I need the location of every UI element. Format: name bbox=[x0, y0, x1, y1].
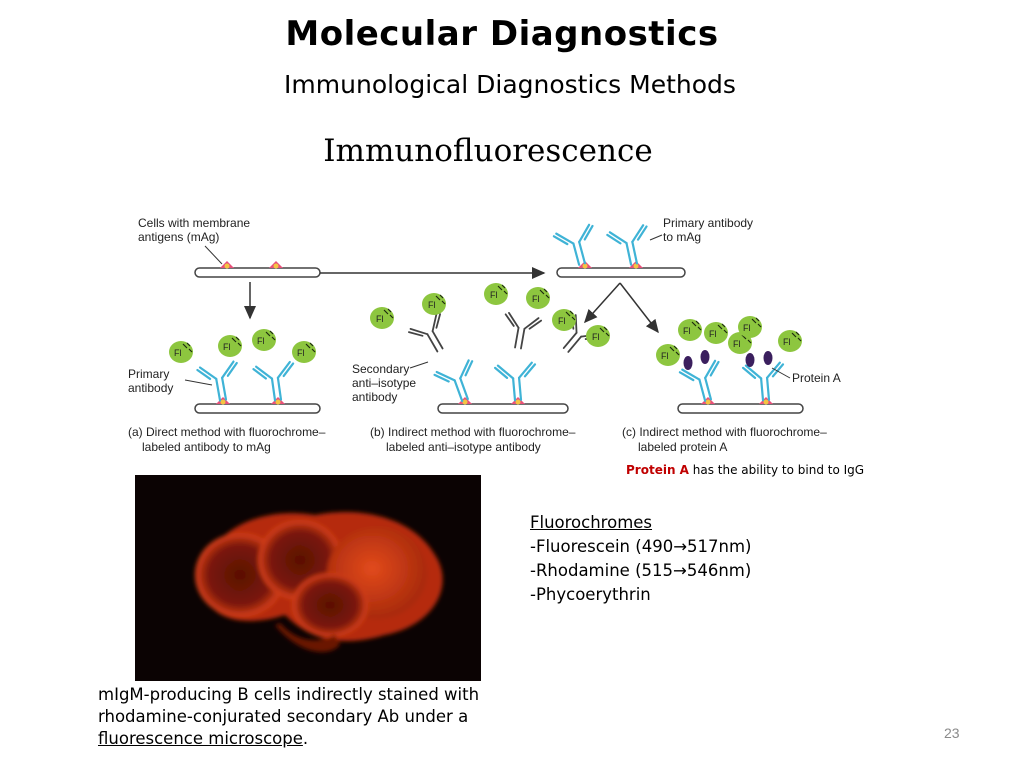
cell-membrane bbox=[556, 267, 686, 278]
pointer-line bbox=[409, 361, 429, 369]
svg-text:Fl: Fl bbox=[783, 337, 791, 347]
pointer-line bbox=[184, 379, 213, 386]
svg-text:Fl: Fl bbox=[558, 316, 566, 326]
cells-label-line2: antigens (mAg) bbox=[138, 230, 219, 244]
fluorochromes-heading: Fluorochromes bbox=[530, 513, 653, 532]
svg-text:Fl: Fl bbox=[709, 329, 717, 339]
fluorochrome-item: -Fluorescein (490→517nm) bbox=[530, 537, 752, 556]
svg-text:Fl: Fl bbox=[174, 348, 182, 358]
caption-c-line2: labeled protein A bbox=[638, 440, 727, 454]
cell-membrane bbox=[677, 403, 804, 414]
arrow-down-left bbox=[583, 282, 621, 324]
cell-membrane bbox=[194, 267, 321, 278]
svg-text:Fl: Fl bbox=[257, 336, 265, 346]
svg-text:Fl: Fl bbox=[743, 323, 751, 333]
primary-antibody-line1: Primary bbox=[128, 367, 169, 381]
primary-to-mag-line2: to mAg bbox=[663, 230, 701, 244]
svg-text:Fl: Fl bbox=[223, 342, 231, 352]
secondary-line2: anti–isotype bbox=[352, 376, 416, 390]
micrograph-caption: mIgM-producing B cells indirectly staine… bbox=[98, 684, 479, 750]
svg-text:Fl: Fl bbox=[428, 300, 436, 310]
fluorochrome-item: -Rhodamine (515→546nm) bbox=[530, 561, 752, 580]
primary-to-mag-line1: Primary antibody bbox=[663, 216, 753, 230]
slide-title: Molecular Diagnostics bbox=[285, 14, 719, 54]
fluorescence-micrograph bbox=[135, 475, 481, 681]
slide-subtitle: Immunological Diagnostics Methods bbox=[284, 70, 736, 99]
pointer-line bbox=[771, 367, 791, 379]
svg-text:Fl: Fl bbox=[376, 314, 384, 324]
pointer-line bbox=[204, 245, 223, 265]
fluorochromes-list: Fluorochromes -Fluorescein (490→517nm) -… bbox=[530, 511, 751, 607]
caption-b-line2: labeled anti–isotype antibody bbox=[386, 440, 541, 454]
protein-a-note-bold: Protein A bbox=[626, 463, 689, 477]
cell-membrane bbox=[437, 403, 569, 414]
protein-a-label: Protein A bbox=[792, 371, 841, 385]
caption-c-line1: (c) Indirect method with fluorochrome– bbox=[622, 425, 827, 439]
svg-text:Fl: Fl bbox=[297, 348, 305, 358]
primary-antibody-line2: antibody bbox=[128, 381, 173, 395]
cells-label-line1: Cells with membrane bbox=[138, 216, 250, 230]
immunofluorescence-diagram: Cells with membrane antigens (mAg) Prima… bbox=[128, 216, 841, 454]
svg-text:Fl: Fl bbox=[733, 339, 741, 349]
caption-a-line2: labeled antibody to mAg bbox=[142, 440, 271, 454]
caption-b-line1: (b) Indirect method with fluorochrome– bbox=[370, 425, 576, 439]
svg-text:Fl: Fl bbox=[490, 290, 498, 300]
svg-text:Fl: Fl bbox=[661, 351, 669, 361]
pointer-line bbox=[649, 234, 663, 241]
caption-end: . bbox=[302, 729, 309, 748]
section-heading: Immunofluorescence bbox=[323, 133, 653, 169]
svg-text:Fl: Fl bbox=[683, 326, 691, 336]
protein-a-note: Protein A has the ability to bind to IgG bbox=[626, 463, 864, 477]
svg-text:Fl: Fl bbox=[592, 332, 600, 342]
caption-line2: rhodamine-conjurated secondary Ab under … bbox=[98, 707, 469, 726]
cell-membrane bbox=[194, 403, 321, 414]
page-number: 23 bbox=[944, 725, 960, 741]
caption-a-line1: (a) Direct method with fluorochrome– bbox=[128, 425, 326, 439]
caption-line1: mIgM-producing B cells indirectly staine… bbox=[98, 685, 480, 704]
svg-text:Fl: Fl bbox=[532, 294, 540, 304]
fluorescence-microscope-link[interactable]: fluorescence microscope bbox=[98, 729, 303, 748]
fluorochrome-item: -Phycoerythrin bbox=[530, 585, 651, 604]
secondary-line3: antibody bbox=[352, 390, 397, 404]
protein-a-note-text: has the ability to bind to IgG bbox=[688, 463, 865, 477]
secondary-line1: Secondary bbox=[352, 362, 409, 376]
arrow-down-right bbox=[619, 282, 659, 334]
